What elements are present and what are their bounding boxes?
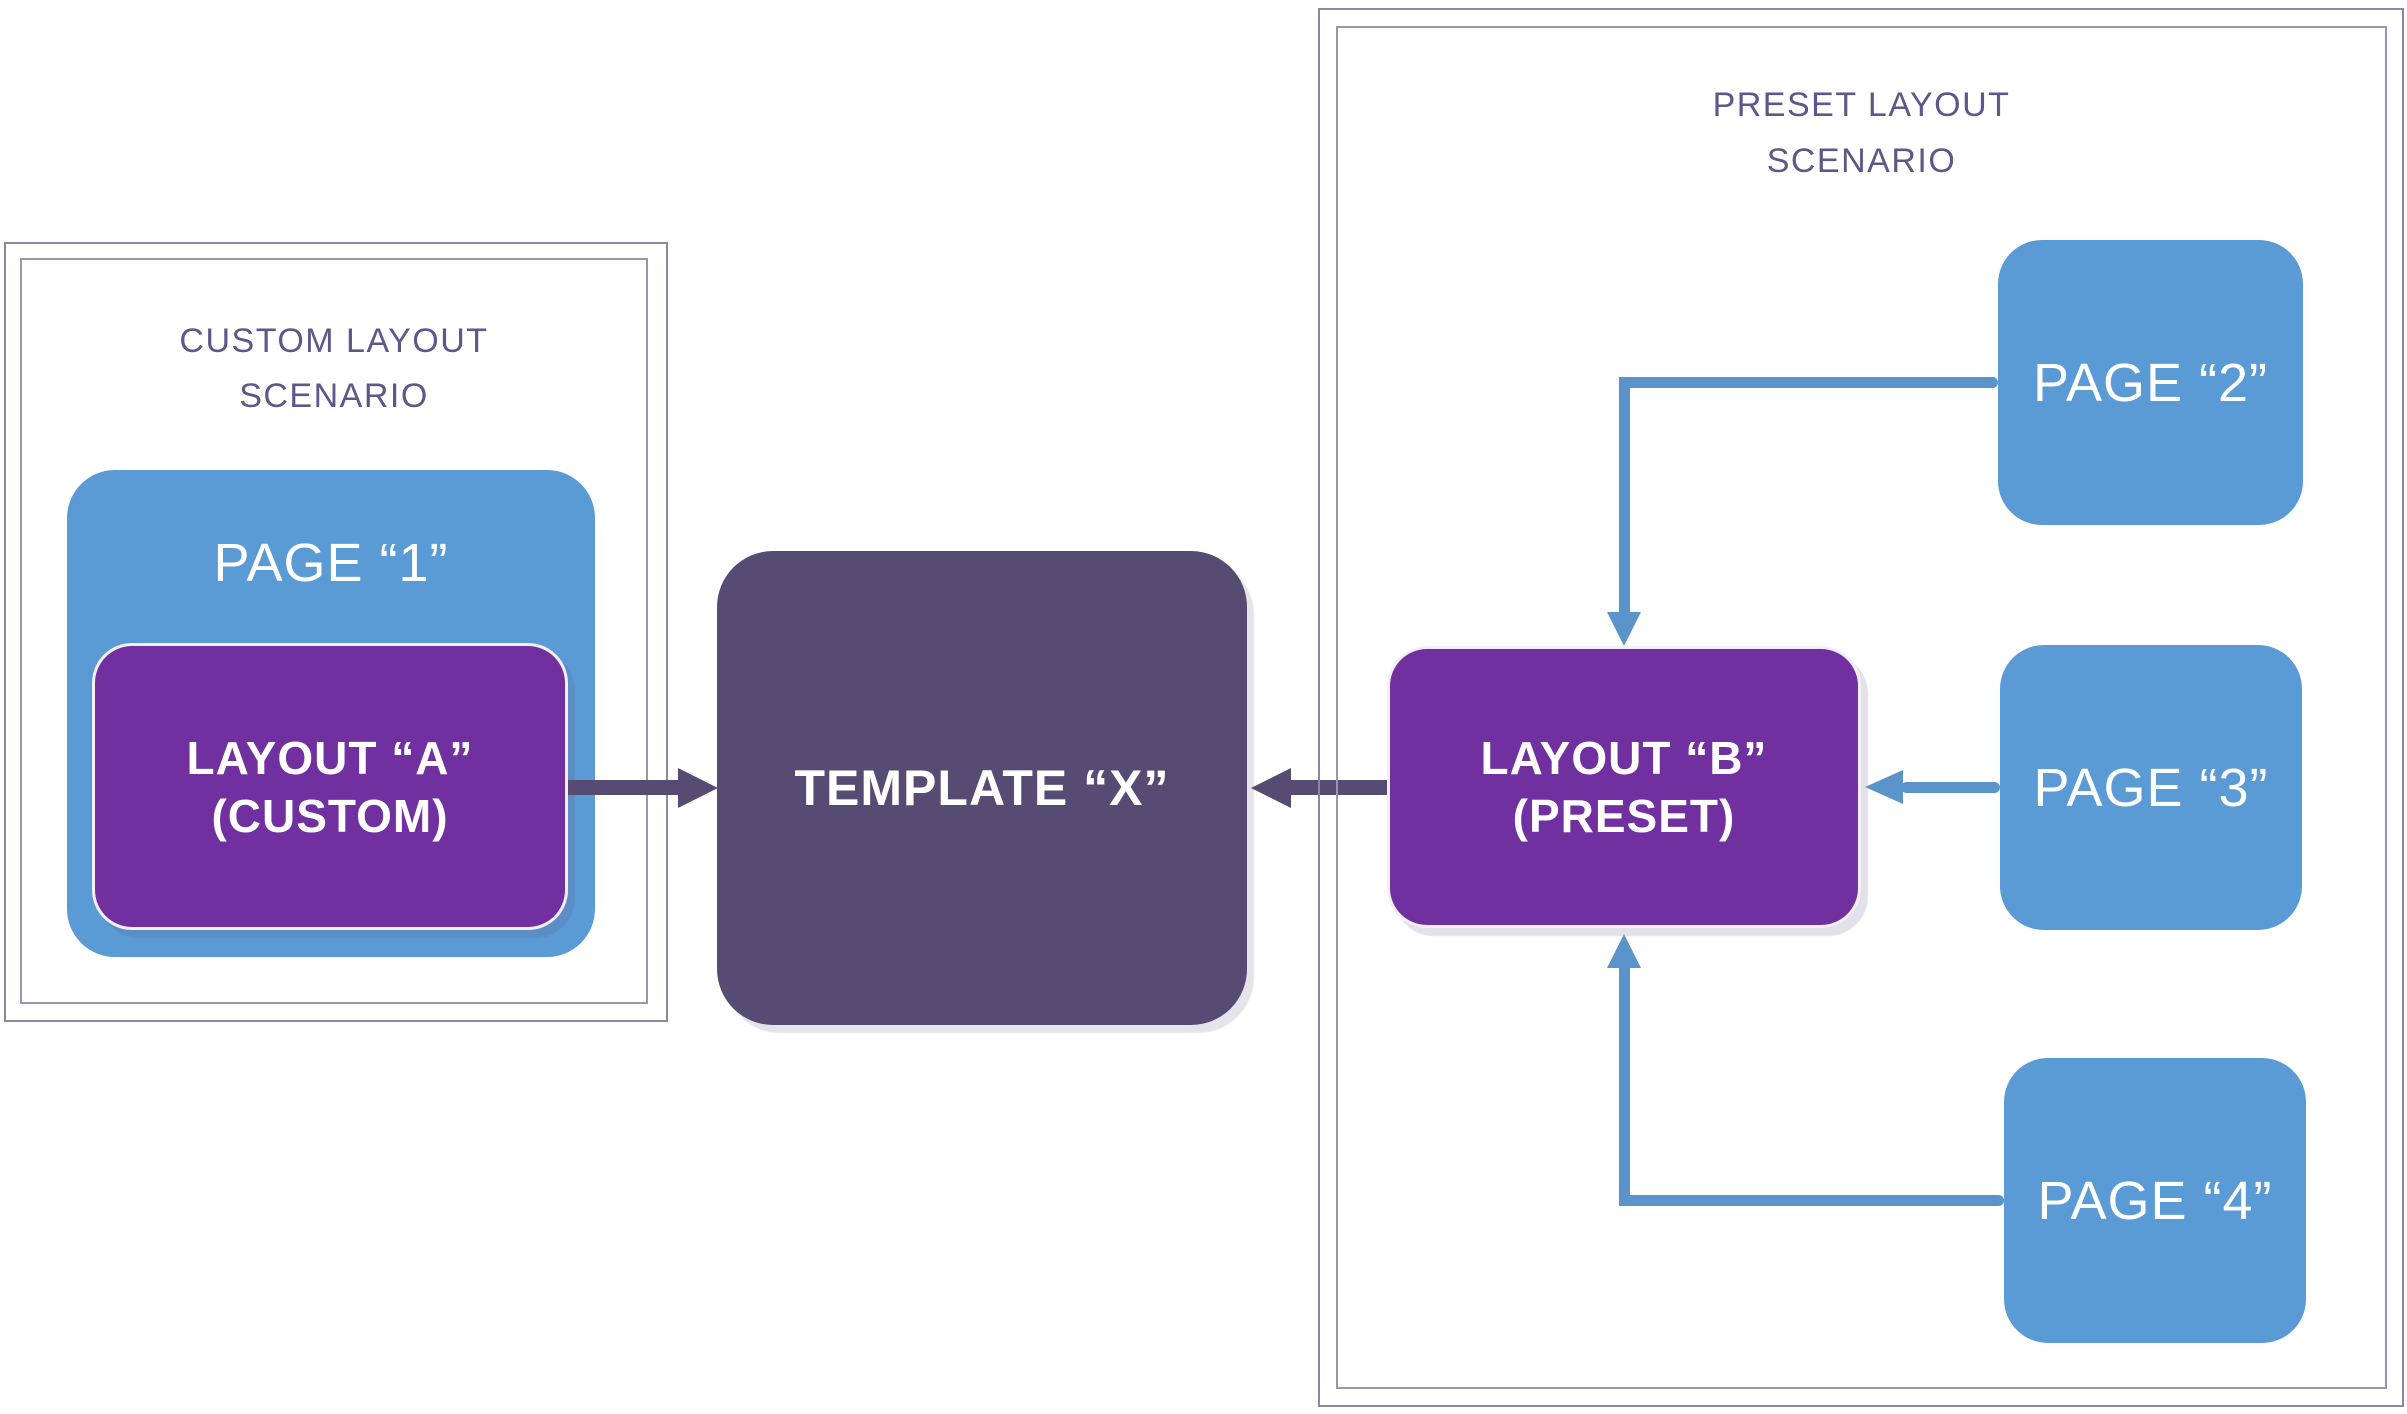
page-1-label: PAGE “1” — [213, 533, 449, 593]
layout-a-box: LAYOUT “A” (CUSTOM) — [92, 643, 568, 930]
page-3-label: PAGE “3” — [2033, 757, 2269, 818]
connector-page-4-horizontal — [1619, 1195, 2004, 1206]
arrow-left-blue-icon — [1865, 770, 1903, 804]
arrow-up-icon — [1607, 934, 1641, 968]
page-4-box: PAGE “4” — [2004, 1058, 2306, 1343]
template-x-box: TEMPLATE “X” — [717, 551, 1247, 1025]
arrow-layout-a-to-template-shaft — [568, 780, 678, 795]
preset-scenario-outer-border — [1318, 8, 2404, 1407]
connector-page-4-vertical — [1619, 966, 1630, 1206]
arrow-left-icon — [1251, 768, 1291, 808]
layout-a-label-line1: LAYOUT “A” — [186, 731, 474, 784]
page-3-box: PAGE “3” — [2000, 645, 2302, 930]
connector-page-3-shaft — [1901, 782, 2000, 793]
layout-b-label-line1: LAYOUT “B” — [1480, 732, 1768, 784]
preset-scenario-title: PRESET LAYOUT SCENARIO — [1336, 77, 2387, 189]
arrow-down-icon — [1607, 612, 1641, 646]
custom-scenario-title-line1: CUSTOM LAYOUT — [179, 322, 489, 360]
arrow-layout-b-to-template-shaft — [1291, 780, 1388, 795]
preset-scenario-inner-border — [1336, 26, 2387, 1389]
custom-scenario-title: CUSTOM LAYOUT SCENARIO — [20, 314, 648, 424]
custom-scenario-title-line2: SCENARIO — [239, 377, 429, 415]
page-2-label: PAGE “2” — [2032, 352, 2269, 413]
arrow-right-icon — [678, 768, 718, 808]
connector-page-2-horizontal — [1619, 377, 1998, 388]
connector-page-2-vertical — [1619, 377, 1630, 614]
custom-scenario-outer-border — [4, 242, 668, 1022]
preset-scenario-title-line1: PRESET LAYOUT — [1712, 86, 2011, 124]
page-4-label: PAGE “4” — [2037, 1170, 2273, 1231]
layout-a-label-line2: (CUSTOM) — [211, 789, 449, 842]
custom-scenario-inner-border — [20, 258, 648, 1004]
layout-b-box: LAYOUT “B” (PRESET) — [1387, 646, 1861, 928]
template-x-label: TEMPLATE “X” — [794, 760, 1170, 816]
page-2-box: PAGE “2” — [1998, 240, 2303, 525]
preset-scenario-title-line2: SCENARIO — [1766, 142, 1957, 180]
layout-b-label-line2: (PRESET) — [1512, 790, 1736, 842]
